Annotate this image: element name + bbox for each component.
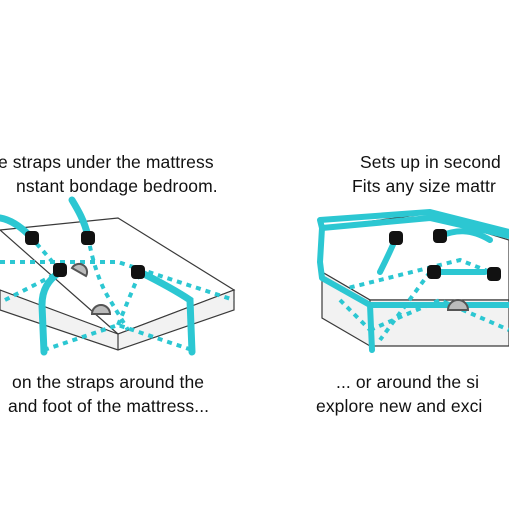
caption-bottom-left-line1: on the straps around the — [12, 372, 205, 392]
caption-top-right-line2: Fits any size mattr — [352, 176, 496, 196]
caption-top-left-line1: e straps under the mattress — [0, 152, 214, 172]
d-ring-icon — [70, 262, 112, 315]
mattress-left — [0, 217, 236, 351]
caption-bottom-right-line1: ... or around the si — [336, 372, 480, 392]
caption-bottom-left-line2: and foot of the mattress... — [8, 396, 210, 416]
caption-bottom-right-line2: explore new and exci — [316, 396, 483, 416]
caption-top-right: Sets up in second Fits any size mattr — [352, 150, 509, 198]
caption-top-left-line2: nstant bondage bedroom. — [16, 176, 218, 196]
hidden-straps-right — [338, 257, 509, 342]
mattress-right — [319, 213, 509, 348]
caption-bottom-right: ... or around the si explore new and exc… — [316, 370, 509, 418]
d-ring-icon — [446, 299, 470, 311]
caption-top-right-line1: Sets up in second — [360, 152, 501, 172]
caption-bottom-left: on the straps around the and foot of the… — [0, 370, 236, 418]
caption-top-left: e straps under the mattress nstant bonda… — [0, 150, 238, 198]
